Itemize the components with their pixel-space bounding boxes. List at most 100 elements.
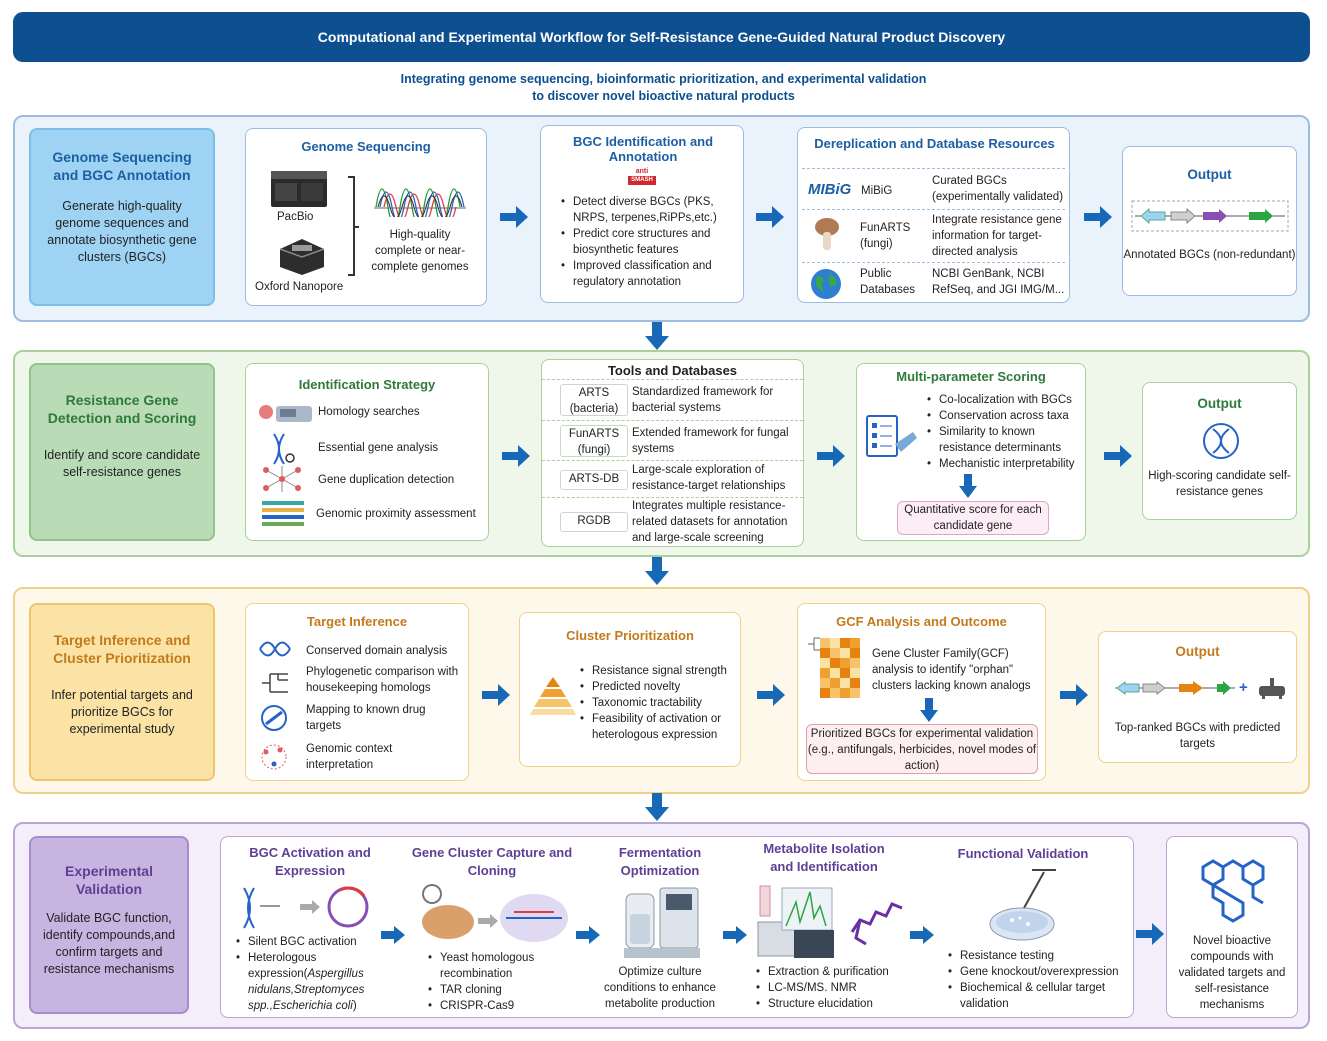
box-title: Genome Sequencing (301, 139, 431, 154)
strategy-item: Genomic proximity assessment (316, 508, 476, 520)
down-arrow-icon (959, 474, 977, 498)
side-panel-genome: Genome Sequencing and BGC Annotation Gen… (29, 128, 215, 306)
side-description: Generate high-quality genome sequences a… (47, 199, 197, 264)
fermentation-description: Optimize culture conditions to enhance m… (604, 966, 716, 1010)
list-item: Resistance signal strength (580, 663, 740, 679)
activation-step: BGC Activation and Expression Silent BGC… (232, 844, 392, 1016)
right-arrow-icon (817, 445, 845, 467)
isolation-step: Metabolite Isolation and Identification … (750, 840, 910, 1016)
box-title: Target Inference (306, 614, 408, 629)
mibig-logo: MIBiG (808, 181, 852, 198)
mibig-label: MiBiG (861, 185, 893, 197)
subtitle: Integrating genome sequencing, bioinform… (400, 72, 927, 103)
output-description: Top-ranked BGCs with predicted targets (1114, 722, 1281, 750)
list-item: Co-localization with BGCs (927, 392, 1085, 408)
functional-validation-step: Functional Validation Resistance testing… (944, 844, 1128, 1016)
side-title: Experimental Validation (65, 863, 153, 897)
list-item: Conservation across taxa (927, 408, 1085, 424)
list-item: Mechanistic interpretability (927, 456, 1085, 472)
right-arrow-icon (576, 926, 600, 944)
list-item: Biochemical & cellular target validation (948, 980, 1130, 1012)
right-arrow-icon (723, 926, 747, 944)
output-description: Annotated BGCs (non-redundant) (1123, 249, 1296, 261)
plasmid-activation-icon (243, 886, 369, 929)
side-panel-target: Target Inference and Cluster Prioritizat… (29, 603, 215, 781)
down-arrow-icon (645, 793, 669, 821)
genomic-context-icon (261, 744, 287, 770)
down-arrow-icon (920, 698, 938, 722)
side-panel-experimental: Experimental Validation Validate BGC fun… (29, 836, 189, 1014)
petri-dish-icon (989, 869, 1056, 941)
side-description: Infer potential targets and prioritize B… (51, 688, 193, 736)
list-item: CRISPR-Cas9 (428, 998, 578, 1014)
list-item: Silent BGC activation (236, 934, 396, 950)
plus-sign: + (1239, 679, 1248, 696)
box-title: Output (1187, 167, 1232, 182)
right-arrow-icon (757, 684, 785, 706)
box-title: Output (1175, 644, 1220, 659)
step-title: Functional Validation (957, 846, 1089, 861)
target-item: Conserved domain analysis (306, 645, 448, 657)
box-title: BGC Identification and Annotation (572, 134, 714, 164)
identification-strategy-box: Identification Strategy Homology searche… (245, 363, 489, 541)
box-title: Output (1197, 396, 1242, 411)
public-databases-description: NCBI GenBank, NCBI RefSeq, and JGI IMG/M… (932, 268, 1065, 296)
list-item: Gene knockout/overexpression (948, 964, 1130, 980)
bracket-icon (346, 175, 360, 279)
yeast-cloning-icon (422, 884, 568, 942)
right-arrow-icon (500, 206, 528, 228)
right-arrow-icon (1104, 445, 1132, 467)
list-item: Resistance testing (948, 948, 1130, 964)
bgc-identification-box: BGC Identification and Annotation anti S… (540, 125, 744, 303)
phylogenetic-tree-icon (262, 673, 288, 693)
list-item: Structure elucidation (756, 996, 906, 1012)
public-databases-label: Public Databases (860, 268, 915, 296)
dna-shield-icon (1203, 423, 1239, 459)
output-box: Output High-scoring candidate self-resis… (1142, 382, 1297, 520)
funarts-description: Integrate resistance gene information fo… (932, 214, 1062, 258)
output-description: High-scoring candidate self-resistance g… (1148, 470, 1291, 498)
gcf-description: Gene Cluster Family(GCF) analysis to ide… (872, 648, 1031, 692)
priority-pyramid-icon (530, 677, 576, 715)
heatmap-icon (808, 637, 860, 698)
strategy-item: Homology searches (318, 406, 420, 418)
right-arrow-icon (1060, 684, 1088, 706)
side-title: Genome Sequencing and BGC Annotation (52, 149, 192, 183)
antismash-logo: anti SMASH (628, 168, 656, 188)
domain-dna-icon (259, 641, 291, 657)
nanopore-sequencer-icon (276, 235, 328, 277)
step-title: Gene Cluster Capture and Cloning (411, 845, 573, 878)
genome-sequencing-box: Genome Sequencing PacBio Oxford Nanopore… (245, 128, 487, 306)
strategy-item: Gene duplication detection (318, 474, 455, 486)
fermentation-step: Fermentation Optimization Optimize cultu… (602, 844, 718, 1016)
list-item: LC-MS/MS. NMR (756, 980, 906, 996)
mushroom-icon (815, 218, 839, 250)
list-item: Predicted novelty (580, 679, 740, 695)
list-item: Heterologous expression(Aspergillus nidu… (236, 950, 396, 1014)
lcms-structure-icon (757, 885, 903, 958)
box-title: Cluster Prioritization (566, 628, 694, 643)
scoring-output: Quantitative score for each candidate ge… (897, 501, 1049, 535)
scoring-box: Multi-parameter Scoring Co-localization … (856, 363, 1086, 541)
page-title: Computational and Experimental Workflow … (13, 12, 1310, 62)
box-title: GCF Analysis and Outcome (836, 614, 1007, 629)
side-title: Target Inference and Cluster Prioritizat… (53, 632, 191, 666)
capture-step: Gene Cluster Capture and Cloning Yeast h… (408, 844, 576, 1016)
right-arrow-icon (482, 684, 510, 706)
funarts-label: FunARTS (fungi) (860, 222, 911, 250)
nanopore-label: Oxford Nanopore (255, 281, 344, 293)
target-inference-box: Target Inference Conserved domain analys… (245, 603, 469, 781)
genome-tracks-icon (262, 501, 304, 526)
target-protein-icon (1259, 678, 1285, 699)
cluster-prioritization-box: Cluster Prioritization Resistance signal… (519, 612, 741, 767)
pacbio-label: PacBio (277, 211, 314, 223)
molecule-structure-icon (1201, 859, 1265, 923)
gcf-analysis-box: GCF Analysis and Outcome Gene Cluster Fa… (797, 603, 1046, 781)
right-arrow-icon (502, 445, 530, 467)
right-arrow-icon (1084, 206, 1112, 228)
target-map-icon (261, 705, 287, 731)
gene-cluster-icon (1115, 681, 1235, 695)
step-title: BGC Activation and Expression (249, 845, 371, 878)
step-title: Metabolite Isolation and Identification (763, 841, 885, 874)
list-item: Taxonomic tractability (580, 695, 740, 711)
